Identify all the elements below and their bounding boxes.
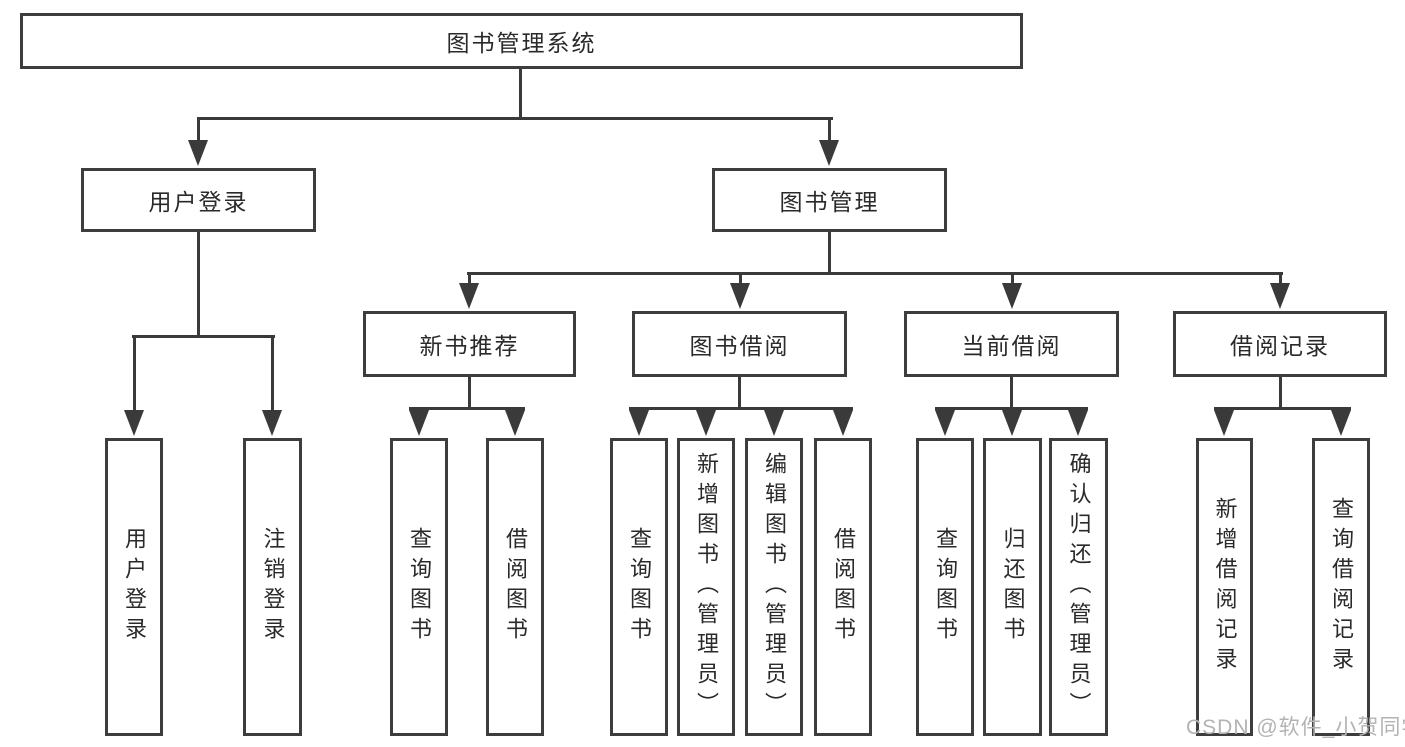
leaf-query-borrow-record: 查询借阅记录 bbox=[1312, 438, 1370, 736]
node-label: 图书管理 bbox=[779, 189, 880, 215]
arrow-down-icon bbox=[1068, 410, 1088, 436]
arrow-down-icon bbox=[1331, 410, 1351, 436]
arrow-down-icon bbox=[696, 410, 716, 436]
arrow-down-icon bbox=[629, 410, 649, 436]
leaf-edit-books-admin: 编辑图书（管理员） bbox=[745, 438, 803, 736]
arrow-down-icon bbox=[409, 410, 429, 436]
arrow-down-icon bbox=[730, 283, 750, 309]
node-current-borrowing: 当前借阅 bbox=[904, 311, 1119, 377]
leaf-borrow-books-recommend: 借阅图书 bbox=[486, 438, 544, 736]
node-label: 查询借阅记录 bbox=[1329, 497, 1354, 677]
arrow-down-icon bbox=[1214, 410, 1234, 436]
arrow-down-icon bbox=[459, 283, 479, 309]
connector-line bbox=[935, 407, 1088, 410]
node-label: 归还图书 bbox=[1000, 527, 1026, 647]
node-label: 确认归还（管理员） bbox=[1066, 452, 1092, 722]
connector-line bbox=[132, 335, 275, 338]
node-label: 编辑图书（管理员） bbox=[762, 452, 787, 722]
node-label: 新增借阅记录 bbox=[1212, 497, 1238, 677]
connector-line bbox=[133, 338, 136, 411]
node-book-borrowing: 图书借阅 bbox=[632, 311, 847, 377]
arrow-down-icon bbox=[1002, 410, 1022, 436]
node-label: 当前借阅 bbox=[961, 333, 1062, 359]
node-label: 查询图书 bbox=[627, 527, 652, 647]
arrow-down-icon bbox=[1002, 283, 1022, 309]
connector-line bbox=[467, 272, 1283, 275]
connector-line bbox=[1279, 275, 1282, 284]
leaf-query-books-current: 查询图书 bbox=[916, 438, 974, 736]
node-library-system: 图书管理系统 bbox=[20, 13, 1023, 69]
node-label: 查询图书 bbox=[933, 527, 958, 647]
leaf-add-books-admin: 新增图书（管理员） bbox=[677, 438, 735, 736]
arrow-down-icon bbox=[819, 140, 839, 166]
arrow-down-icon bbox=[124, 410, 144, 436]
node-label: 新增图书（管理员） bbox=[694, 452, 719, 722]
connector-line bbox=[1010, 377, 1013, 409]
connector-line bbox=[828, 120, 831, 143]
node-label: 查询图书 bbox=[407, 527, 432, 647]
node-new-book-recommend: 新书推荐 bbox=[363, 311, 576, 377]
leaf-return-books: 归还图书 bbox=[983, 438, 1042, 736]
node-label: 注销登录 bbox=[260, 527, 286, 647]
node-label: 借阅图书 bbox=[503, 527, 528, 647]
leaf-borrow-books: 借阅图书 bbox=[814, 438, 872, 736]
leaf-add-borrow-record: 新增借阅记录 bbox=[1196, 438, 1253, 736]
node-label: 借阅图书 bbox=[831, 527, 856, 647]
leaf-logout: 注销登录 bbox=[243, 438, 302, 736]
connector-line bbox=[739, 275, 742, 284]
node-label: 借阅记录 bbox=[1230, 333, 1330, 359]
connector-line bbox=[468, 275, 471, 284]
arrow-down-icon bbox=[935, 410, 955, 436]
connector-line bbox=[197, 120, 200, 143]
node-label: 图书管理系统 bbox=[446, 30, 597, 56]
node-book-management: 图书管理 bbox=[712, 168, 947, 232]
connector-line bbox=[629, 407, 853, 410]
connector-line bbox=[828, 232, 831, 275]
connector-line bbox=[519, 69, 522, 120]
node-label: 图书借阅 bbox=[689, 333, 790, 359]
node-user-login: 用户登录 bbox=[81, 168, 316, 232]
arrow-down-icon bbox=[262, 410, 282, 436]
leaf-user-login: 用户登录 bbox=[105, 438, 163, 736]
leaf-query-books-borrow: 查询图书 bbox=[610, 438, 668, 736]
connector-line bbox=[197, 232, 200, 338]
csdn-watermark: CSDN @软件_小贺同学 bbox=[1186, 716, 1405, 739]
connector-line bbox=[468, 377, 471, 409]
node-label: 新书推荐 bbox=[419, 333, 520, 359]
leaf-query-books-recommend: 查询图书 bbox=[390, 438, 448, 736]
node-borrowing-records: 借阅记录 bbox=[1173, 311, 1387, 377]
connector-line bbox=[738, 377, 741, 409]
connector-line bbox=[1279, 377, 1282, 409]
node-label: 用户登录 bbox=[122, 527, 147, 647]
arrow-down-icon bbox=[764, 410, 784, 436]
arrow-down-icon bbox=[833, 410, 853, 436]
connector-line bbox=[271, 338, 274, 411]
arrow-down-icon bbox=[188, 140, 208, 166]
arrow-down-icon bbox=[1270, 283, 1290, 309]
arrow-down-icon bbox=[505, 410, 525, 436]
connector-line bbox=[197, 117, 833, 120]
connector-line bbox=[1011, 275, 1014, 284]
leaf-confirm-return-admin: 确认归还（管理员） bbox=[1049, 438, 1108, 736]
connector-line bbox=[409, 407, 525, 410]
node-label: 用户登录 bbox=[148, 189, 249, 215]
connector-line bbox=[1214, 407, 1351, 410]
